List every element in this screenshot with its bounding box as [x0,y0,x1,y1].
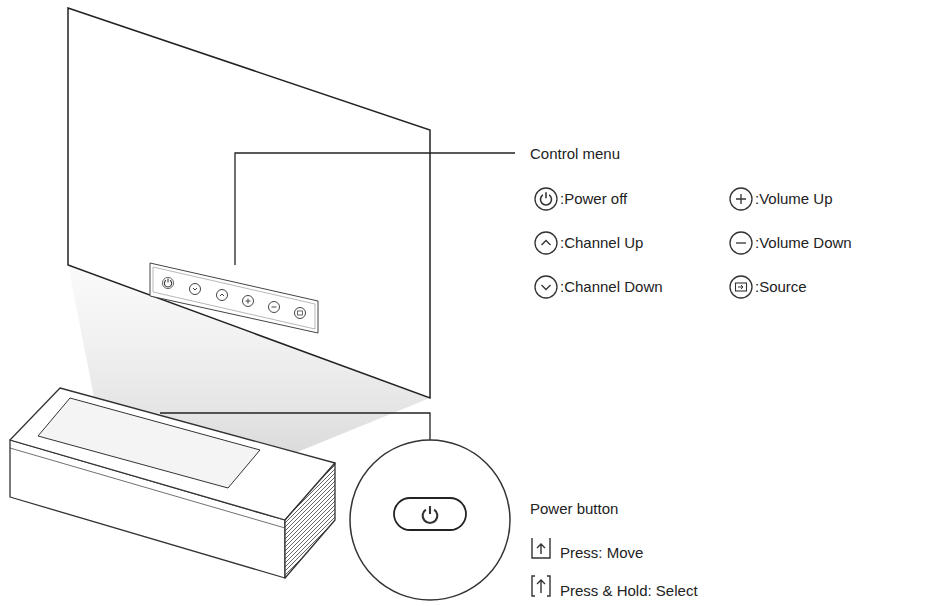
projector [10,388,335,578]
control-menu-icons [535,188,752,298]
control-label: :Channel Up [560,234,643,252]
section-heading: Power button [530,500,618,518]
power-button-callout [350,440,510,600]
projection-screen [68,8,430,398]
control-menu-bar [150,263,318,333]
control-label: :Power off [560,190,627,208]
section-heading: Control menu [530,145,620,163]
control-label: :Volume Down [755,234,852,252]
control-label: Press: Move [560,544,643,562]
control-label: Press & Hold: Select [560,582,698,600]
press-icons [532,538,550,596]
control-label: :Source [755,278,807,296]
leader-line [160,413,430,440]
control-label: :Volume Up [755,190,833,208]
control-label: :Channel Down [560,278,663,296]
leader-line [235,153,515,265]
